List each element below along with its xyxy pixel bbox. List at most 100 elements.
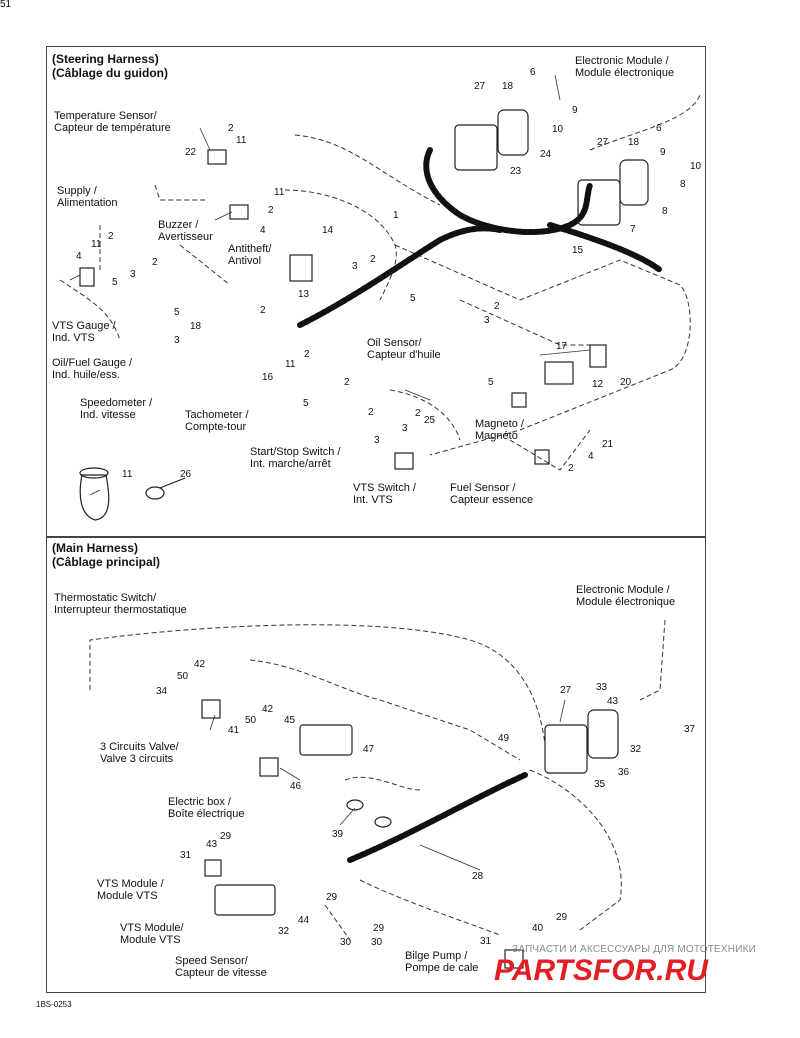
label-magneto-en: Magneto /	[475, 418, 524, 430]
steering-callout-1: 18	[502, 81, 514, 92]
main-callout-8: 46	[290, 781, 302, 792]
main-callout-26: 30	[371, 937, 383, 948]
steering-callout-12: 6	[656, 123, 662, 134]
main-callout-13: 32	[630, 744, 642, 755]
label-electric-box-fr: Boîte électrique	[168, 808, 245, 820]
steering-callout-21: 4	[260, 225, 266, 236]
label-fuel-sensor-en: Fuel Sensor /	[450, 482, 516, 494]
steering-callout-25: 13	[298, 289, 310, 300]
main-callout-27: 29	[373, 923, 385, 934]
main-callout-14: 49	[498, 733, 510, 744]
steering-callout-49: 3	[402, 423, 408, 434]
steering-title-fr: (Câblage du guidon)	[52, 66, 168, 80]
steering-callout-44: 17	[556, 341, 568, 352]
watermark-brand-parts: PARTS	[494, 954, 593, 987]
label-start-stop-en: Start/Stop Switch /	[250, 446, 341, 458]
steering-callout-0: 6	[530, 67, 536, 78]
label-temperature-sensor-fr: Capteur de température	[54, 122, 171, 134]
steering-callout-48: 2	[368, 407, 374, 418]
label-main-electronic-module-en: Electronic Module /	[576, 584, 670, 596]
label-main-electronic-module-fr: Module électronique	[576, 596, 676, 608]
main-callout-9: 27	[560, 685, 572, 696]
label-temperature-sensor-en: Temperature Sensor/	[54, 110, 157, 122]
steering-callout-7: 22	[185, 147, 197, 158]
watermark-tagline: ЗАПЧАСТИ И АКСЕССУАРЫ ДЛЯ МОТОТЕХНИКИ	[512, 944, 757, 955]
main-callout-12: 37	[684, 724, 696, 735]
steering-callout-29: 3	[130, 269, 136, 280]
main-callout-11: 33	[596, 682, 608, 693]
steering-callout-59: 51	[0, 0, 12, 10]
main-title-fr: (Câblage principal)	[52, 555, 161, 569]
label-speedometer-fr: Ind. vitesse	[80, 409, 136, 421]
steering-callout-22: 14	[322, 225, 334, 236]
steering-callout-57: 11	[122, 469, 133, 480]
steering-callout-15: 10	[690, 161, 702, 172]
steering-callout-38: 2	[494, 301, 500, 312]
steering-callout-56: 4	[588, 451, 594, 462]
steering-callout-52: 2	[415, 408, 421, 419]
label-thermostatic-switch-en: Thermostatic Switch/	[54, 592, 157, 604]
main-callout-0: 42	[194, 659, 206, 670]
label-bilge-pump-en: Bilge Pump /	[405, 950, 468, 962]
steering-title-en: (Steering Harness)	[52, 52, 159, 66]
label-oil-fuel-gauge-fr: Ind. huile/ess.	[52, 369, 120, 381]
main-callout-2: 34	[156, 686, 168, 697]
steering-callout-3: 9	[572, 105, 578, 116]
label-vts-module-1-en: VTS Module /	[97, 878, 164, 890]
main-callout-28: 40	[532, 923, 544, 934]
label-electric-box-en: Electric box /	[168, 796, 231, 808]
label-thermostatic-switch-fr: Interrupteur thermostatique	[54, 604, 187, 616]
main-harness-panel	[46, 537, 706, 993]
label-buzzer-en: Buzzer /	[158, 219, 199, 231]
label-supply-en: Supply /	[57, 185, 97, 197]
label-vts-gauge-en: VTS Gauge /	[52, 320, 116, 332]
steering-callout-41: 2	[304, 349, 310, 360]
steering-callout-54: 25	[424, 415, 436, 426]
steering-callout-51: 21	[602, 439, 614, 450]
steering-callout-35: 15	[572, 245, 584, 256]
label-speed-sensor-en: Speed Sensor/	[175, 955, 248, 967]
steering-callout-4: 10	[552, 124, 564, 135]
label-antitheft-en: Antitheft/	[228, 243, 272, 255]
label-vts-module-2-fr: Module VTS	[120, 934, 181, 946]
label-start-stop-fr: Int. marche/arrêt	[250, 458, 331, 470]
steering-callout-16: 8	[662, 206, 668, 217]
label-antitheft-fr: Antivol	[228, 255, 262, 267]
steering-callout-31: 2	[152, 257, 158, 268]
label-speedometer-en: Speedometer /	[80, 397, 153, 409]
steering-harness-panel	[46, 46, 706, 537]
steering-callout-24: 3	[352, 261, 358, 272]
main-callout-4: 42	[262, 704, 274, 715]
main-title-en: (Main Harness)	[52, 541, 139, 555]
label-oil-sensor-fr: Capteur d'huile	[367, 349, 441, 361]
label-three-circuits-valve-fr: Valve 3 circuits	[100, 753, 174, 765]
steering-callout-47: 16	[262, 372, 274, 383]
label-bilge-pump-fr: Pompe de cale	[405, 962, 479, 974]
steering-callout-19: 11	[274, 187, 285, 198]
steering-callout-34: 3	[174, 335, 180, 346]
label-three-circuits-valve-en: 3 Circuits Valve/	[100, 741, 179, 753]
steering-callout-30: 5	[112, 277, 118, 288]
label-vts-switch-en: VTS Switch /	[353, 482, 416, 494]
steering-callout-11: 18	[628, 137, 640, 148]
steering-callout-17: 7	[630, 224, 636, 235]
main-callout-16: 35	[594, 779, 606, 790]
main-callout-21: 28	[472, 871, 484, 882]
main-callout-18: 29	[220, 831, 232, 842]
label-vts-switch-fr: Int. VTS	[353, 494, 393, 506]
steering-callout-32: 5	[174, 307, 180, 318]
main-callout-23: 32	[278, 926, 290, 937]
label-electronic-module-en: Electronic Module /	[575, 55, 669, 67]
watermark-domain: .RU	[656, 954, 708, 987]
main-callout-3: 41	[228, 725, 240, 736]
main-callout-15: 36	[618, 767, 630, 778]
main-callout-19: 31	[180, 850, 192, 861]
label-tachometer-fr: Compte-tour	[185, 421, 247, 433]
main-callout-6: 45	[284, 715, 296, 726]
steering-callout-53: 3	[374, 435, 380, 446]
steering-callout-26: 11	[91, 239, 102, 250]
label-supply-fr: Alimentation	[57, 197, 118, 209]
label-vts-gauge-fr: Ind. VTS	[52, 332, 95, 344]
label-oil-sensor-en: Oil Sensor/	[367, 337, 422, 349]
